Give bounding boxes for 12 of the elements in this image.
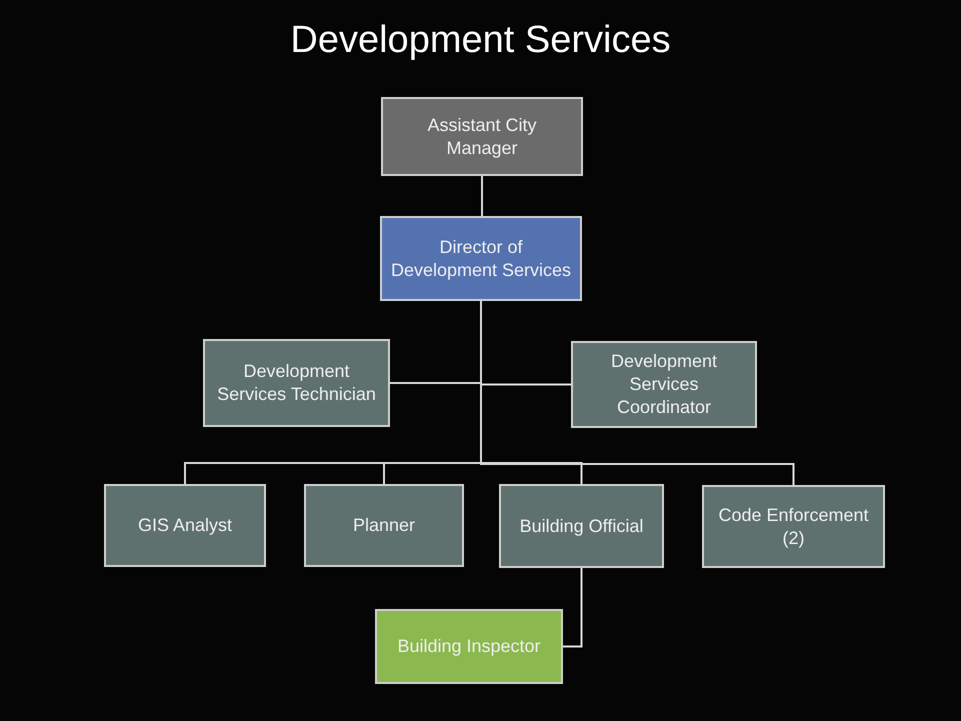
org-chart-box: Building Official bbox=[499, 484, 664, 568]
org-chart-box: Development Services Coordinator bbox=[571, 341, 757, 428]
org-chart-box: Development Services Technician bbox=[203, 339, 390, 427]
org-chart-box: GIS Analyst bbox=[104, 484, 266, 567]
org-chart-box: Building Inspector bbox=[375, 609, 563, 684]
org-chart-box: Assistant City Manager bbox=[381, 97, 583, 176]
title: Development Services bbox=[289, 18, 672, 63]
connector-line bbox=[481, 176, 483, 216]
org-chart-box: Director of Development Services bbox=[380, 216, 582, 301]
org-chart-box: Code Enforcement (2) bbox=[702, 485, 885, 568]
org-chart-box: Planner bbox=[304, 484, 464, 567]
connector-line bbox=[563, 568, 582, 648]
